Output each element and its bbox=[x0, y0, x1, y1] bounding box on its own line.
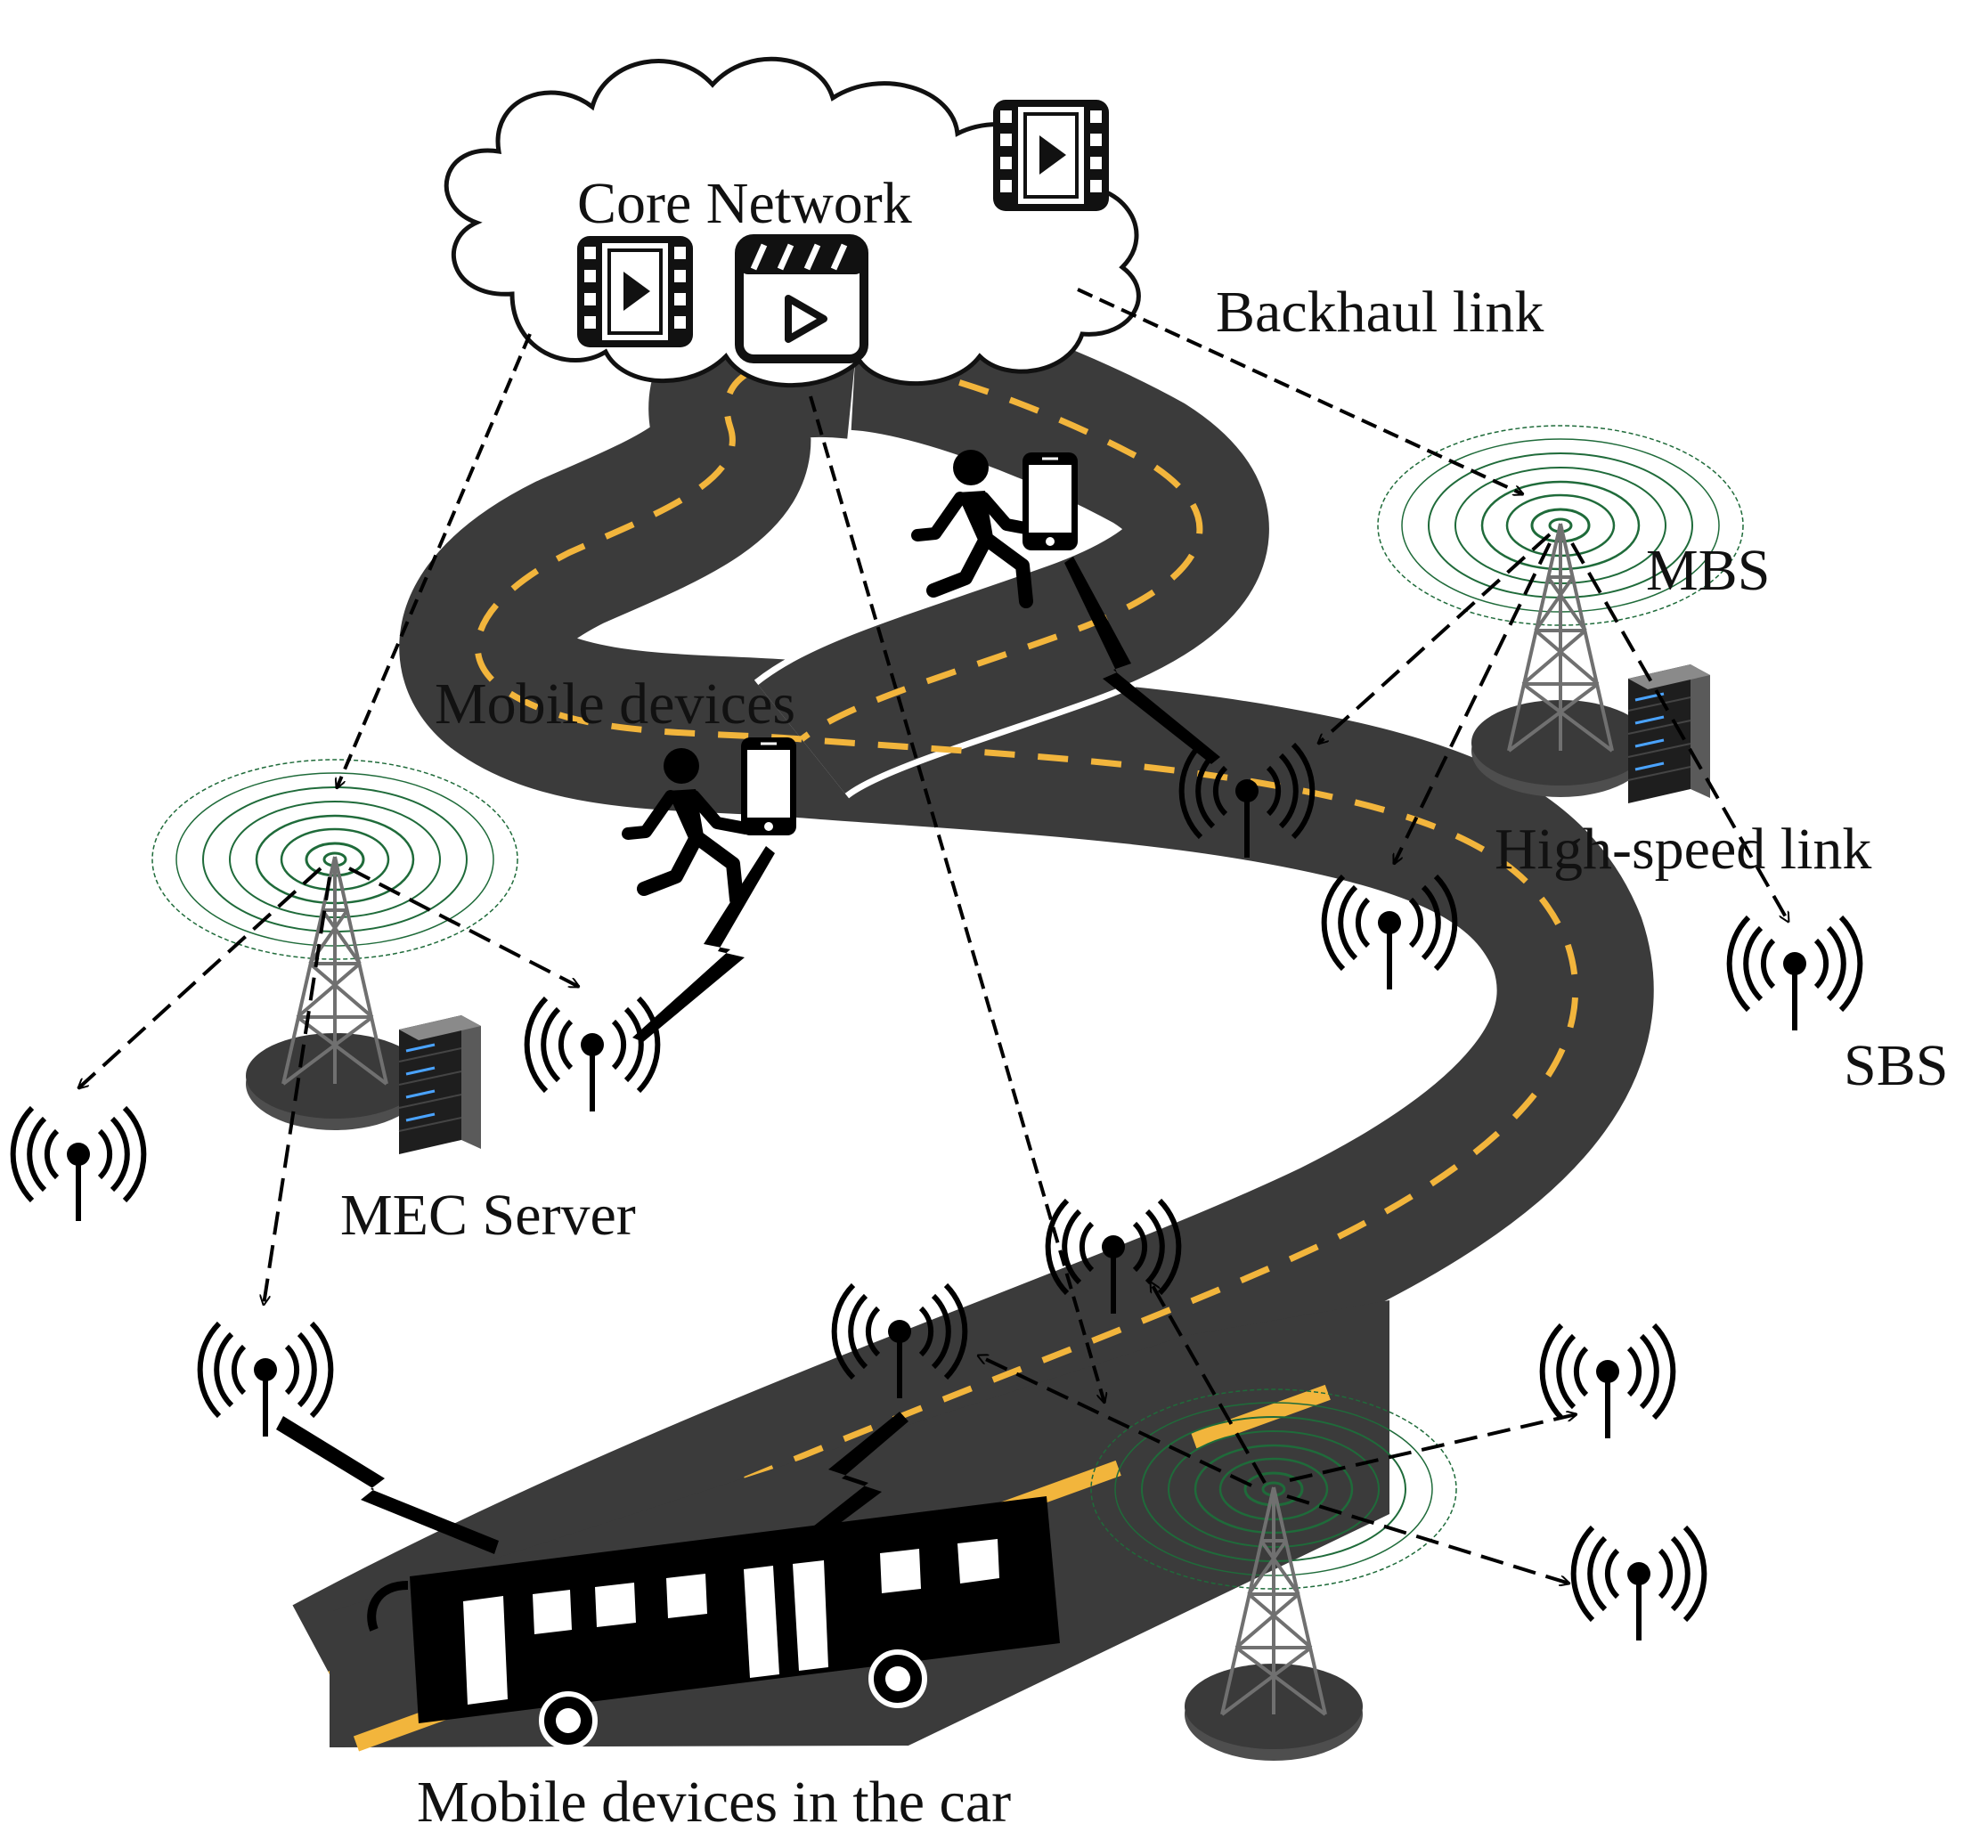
high-speed-link-label: High-speed link bbox=[1495, 817, 1871, 882]
smartphone-icon bbox=[739, 736, 798, 837]
smartphone-icon bbox=[1021, 451, 1080, 552]
antenna-icon bbox=[13, 1108, 144, 1221]
core-network-label: Core Network bbox=[577, 171, 912, 236]
video-file-icon bbox=[577, 236, 693, 347]
link-arrows bbox=[78, 288, 1790, 1583]
antenna-icon bbox=[200, 1323, 331, 1437]
tower-icon bbox=[244, 855, 426, 1132]
antenna-icon bbox=[1574, 1527, 1705, 1640]
antenna-icon bbox=[1730, 917, 1861, 1030]
mobile-devices-in-car-label: Mobile devices in the car bbox=[417, 1770, 1011, 1835]
antenna-icon bbox=[527, 998, 658, 1111]
mec-server-label: MEC Server bbox=[340, 1183, 636, 1248]
mobile-devices-label: Mobile devices bbox=[435, 672, 795, 737]
backhaul-link-label: Backhaul link bbox=[1216, 280, 1544, 345]
wireless-bolt-icon bbox=[276, 557, 1220, 1559]
server-icon bbox=[1626, 663, 1712, 805]
tower-icon bbox=[1470, 522, 1651, 799]
sbs-label: SBS bbox=[1844, 1033, 1948, 1098]
server-icon bbox=[397, 1014, 483, 1156]
mbs-label: MBS bbox=[1646, 538, 1770, 603]
bus-icon bbox=[367, 1496, 1060, 1750]
clapperboard-icon bbox=[735, 234, 868, 363]
antenna-icon bbox=[1543, 1325, 1674, 1438]
video-file-icon bbox=[993, 100, 1109, 211]
